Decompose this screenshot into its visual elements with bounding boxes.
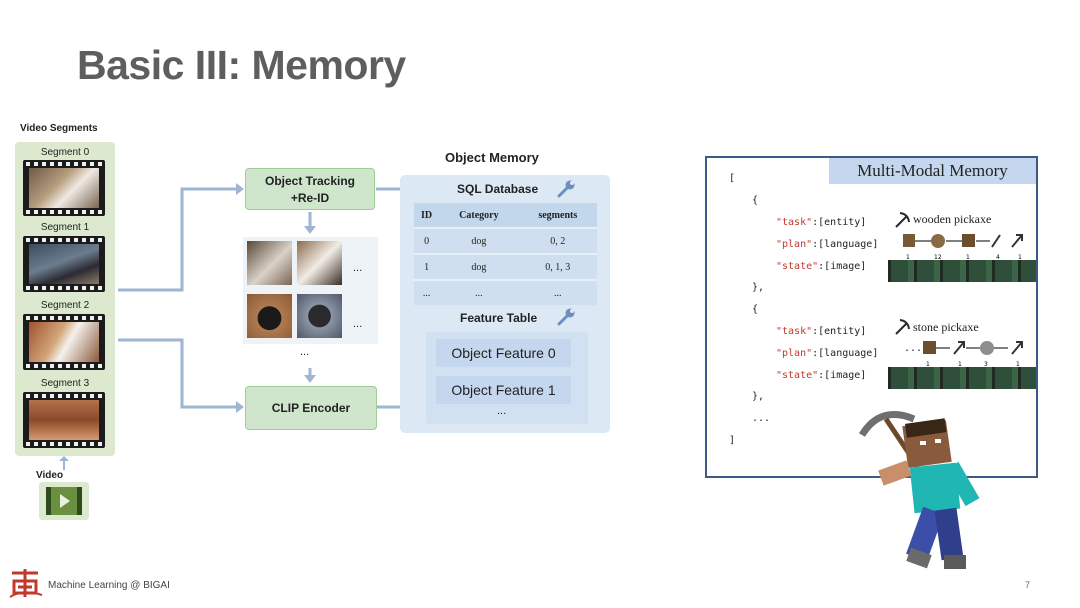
object-thumbnail [297, 241, 342, 285]
sql-table: ID Category segments 0 dog 0, 2 1 dog 0,… [414, 203, 597, 305]
object-thumbnail [297, 294, 342, 338]
video-segments-label: Video Segments [20, 123, 98, 134]
feature-ellipsis: ... [497, 405, 507, 417]
plan-count: 1 [1018, 254, 1022, 261]
state-image-strip [888, 260, 1036, 282]
up-arrow-icon [59, 456, 69, 470]
column-ellipsis: ... [300, 346, 310, 358]
pickaxe-icon [895, 319, 910, 335]
page-number: 7 [1025, 580, 1031, 590]
table-cell: 0, 1, 3 [518, 253, 597, 280]
footer-text: Machine Learning @ BIGAI [48, 580, 170, 591]
minecraft-character-illustration [858, 411, 980, 569]
object-thumbnail [247, 294, 292, 338]
table-header: Category [439, 203, 519, 228]
task-entity: stone pickaxe [913, 320, 979, 334]
object-memory-title: Object Memory [445, 150, 539, 165]
segment-label: Segment 0 [40, 147, 90, 158]
segment-label: Segment 1 [40, 222, 90, 233]
tracking-label-line2: +Re-ID [290, 191, 330, 205]
code-brace: { [752, 304, 759, 315]
row-ellipsis: ... [353, 318, 363, 330]
segment-thumbnail [23, 236, 105, 292]
code-brace: }, [752, 391, 765, 402]
table-cell: ... [414, 279, 440, 305]
bigai-logo-icon [9, 569, 43, 598]
tracking-label-line1: Object Tracking [264, 174, 356, 188]
plan-icon-sequence: 1 12 1 4 1 [903, 234, 1023, 261]
plan-line: "plan":[language] [776, 348, 879, 359]
table-cell: 0, 2 [518, 227, 597, 254]
segment-label: Segment 2 [40, 300, 90, 311]
plan-count: 1 [906, 254, 910, 261]
plan-count: 1 [926, 361, 930, 368]
plan-count: 1 [966, 254, 970, 261]
page-title: Basic III: Memory [77, 42, 406, 88]
clip-encoder-node: CLIP Encoder [245, 386, 377, 430]
task-entity: wooden pickaxe [913, 212, 992, 226]
pickaxe-icon [895, 212, 910, 228]
segment-label: Segment 3 [40, 378, 90, 389]
plan-line: "plan":[language] [776, 239, 879, 250]
code-bracket: [ [729, 173, 736, 184]
plan-count: 4 [996, 254, 1000, 261]
table-cell: 1 [414, 253, 440, 280]
row-ellipsis: ... [353, 262, 363, 274]
plan-ellipsis: ... [904, 343, 923, 354]
state-image-strip [888, 367, 1036, 389]
multimodal-memory-title: Multi-Modal Memory [829, 158, 1036, 184]
task-line: "task":[entity] [776, 217, 867, 228]
table-cell: dog [439, 253, 519, 280]
video-file-icon [39, 482, 89, 520]
table-cell: 0 [414, 227, 440, 254]
table-cell: ... [518, 279, 597, 305]
object-tracking-node: Object Tracking +Re-ID [245, 168, 375, 210]
code-brace: { [752, 195, 759, 206]
wrench-icon [557, 180, 575, 198]
segment-thumbnail [23, 392, 105, 448]
object-feature-cell: Object Feature 0 [436, 339, 571, 367]
plan-count: 1 [1016, 361, 1020, 368]
task-line: "task":[entity] [776, 326, 867, 337]
code-brace: }, [752, 282, 765, 293]
state-line: "state":[image] [776, 261, 867, 272]
plan-icon-sequence: 1 1 3 1 [923, 341, 1023, 368]
table-header: segments [518, 203, 597, 228]
code-ellipsis: ... [752, 413, 771, 424]
plan-count: 3 [984, 361, 988, 368]
table-row: 1 dog 0, 1, 3 [414, 253, 597, 280]
sql-database-title: SQL Database [457, 182, 539, 196]
video-label: Video [36, 470, 64, 481]
table-cell: dog [439, 227, 519, 254]
table-row: 0 dog 0, 2 [414, 227, 597, 254]
object-thumbnail [247, 241, 292, 285]
state-line: "state":[image] [776, 370, 867, 381]
plan-count: 1 [958, 361, 962, 368]
plan-count: 12 [934, 254, 942, 261]
wrench-icon [557, 308, 575, 326]
table-row: ... ... ... [414, 279, 597, 305]
segment-thumbnail [23, 160, 105, 216]
table-cell: ... [439, 279, 519, 305]
segment-thumbnail [23, 314, 105, 370]
table-header: ID [414, 203, 440, 228]
code-bracket: ] [729, 435, 736, 446]
feature-table-title: Feature Table [460, 311, 538, 325]
object-feature-cell: Object Feature 1 [436, 376, 571, 404]
